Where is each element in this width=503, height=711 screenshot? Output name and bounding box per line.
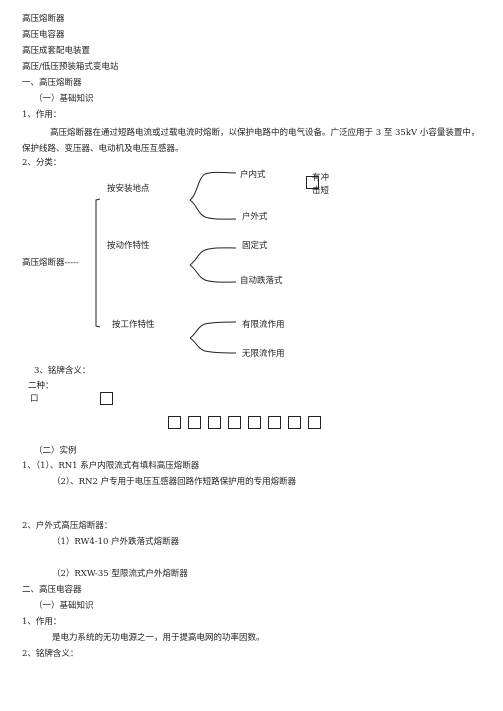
nameplate-box bbox=[188, 416, 201, 429]
tree-group-work: 按工作特性 bbox=[112, 320, 155, 330]
tree-group-action: 按动作特性 bbox=[107, 241, 150, 251]
nameplate-box bbox=[208, 416, 221, 429]
note-box bbox=[306, 176, 319, 189]
use-label: 1、作用： bbox=[22, 110, 62, 120]
tree-item-nonlimiting: 无限流作用 bbox=[242, 349, 285, 359]
nameplate-box bbox=[168, 416, 181, 429]
nameplate-box bbox=[228, 416, 241, 429]
tree-group-install: 按安装地点 bbox=[107, 184, 150, 194]
nameplate-label: 3、铭牌含义： bbox=[34, 366, 91, 376]
use-paragraph: 高压熔断器在通过短路电流或过载电流时熔断，以保护电路中的电气设备。广泛应用于 3… bbox=[22, 128, 480, 154]
nameplate-box bbox=[248, 416, 261, 429]
nameplate-label: 2、铭牌含义： bbox=[22, 649, 79, 659]
toc-item: 高压成套配电装置 bbox=[22, 46, 91, 56]
brace-install-lower bbox=[189, 199, 237, 220]
example-line: （2）、RN2 户专用于电压互感器回路作短路保护用的专用熔断器 bbox=[52, 477, 297, 487]
section-heading: 二、高压电容器 bbox=[22, 585, 82, 595]
brace-action-lower bbox=[189, 264, 237, 283]
use-paragraph: 是电力系统的无功电源之一，用于提高电网的功率因数。 bbox=[52, 633, 265, 643]
example-line: （2）RXW-35 型限流式户外熔断器 bbox=[52, 569, 188, 579]
example-line: （1）RW4-10 户外跌落式熔断器 bbox=[52, 537, 180, 547]
toc-item: 高压/低压预装箱式变电站 bbox=[22, 62, 119, 72]
tree-item-indoor: 户内式 bbox=[240, 170, 266, 180]
brace-work bbox=[189, 321, 237, 339]
example-line: 1、（1）、RN1 系户内限流式有填料高压熔断器 bbox=[22, 461, 200, 471]
tree-item-outdoor: 户外式 bbox=[242, 212, 268, 222]
tree-item-dropout: 自动跌落式 bbox=[240, 276, 283, 286]
subsection-heading: （一）基础知识 bbox=[34, 94, 94, 104]
small-mark: 口 bbox=[30, 394, 39, 404]
tree-item-limiting: 有限流作用 bbox=[242, 320, 285, 330]
nameplate-box bbox=[288, 416, 301, 429]
nameplate-box-row bbox=[168, 416, 328, 430]
nameplate-box bbox=[100, 392, 113, 405]
brace-action bbox=[189, 247, 237, 266]
classification-tree-lines bbox=[95, 171, 237, 354]
brace-root bbox=[95, 198, 101, 328]
tree-root: 高压熔断器----- bbox=[22, 258, 79, 268]
section-heading: 一、高压熔断器 bbox=[22, 78, 82, 88]
toc-item: 高压电容器 bbox=[22, 30, 65, 40]
brace-work-lower bbox=[189, 337, 237, 354]
example-heading: 2、户外式高压熔断器： bbox=[22, 521, 113, 531]
use-label: 1、作用： bbox=[22, 617, 62, 627]
two-kinds-label: 二种： bbox=[28, 381, 54, 391]
subsection-heading: （二）实例 bbox=[34, 446, 77, 456]
side-note-line1: 有冲 bbox=[312, 173, 330, 183]
toc-item: 高压熔断器 bbox=[22, 14, 65, 24]
side-note-line2: 击短 bbox=[312, 186, 330, 196]
brace-install bbox=[189, 171, 237, 201]
nameplate-box bbox=[268, 416, 281, 429]
classification-label: 2、分类： bbox=[22, 158, 62, 168]
subsection-heading: （一）基础知识 bbox=[34, 601, 94, 611]
tree-item-fixed: 固定式 bbox=[242, 241, 268, 251]
nameplate-box bbox=[308, 416, 321, 429]
